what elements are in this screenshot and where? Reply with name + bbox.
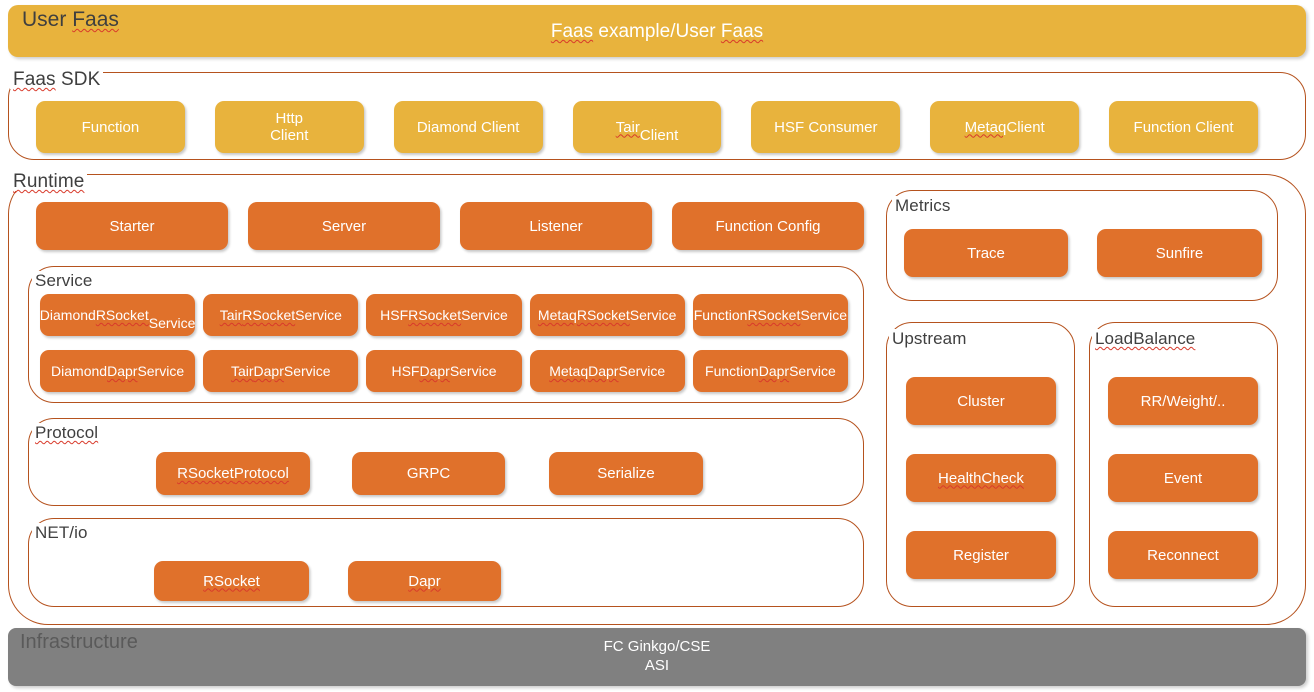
infrastructure-detail: FC Ginkgo/CSE ASI <box>603 638 711 674</box>
sdk-chip-hsf-consumer[interactable]: HSF Consumer <box>751 101 901 153</box>
loadbalance-chip-reconnect[interactable]: Reconnect <box>1108 531 1258 579</box>
sdk-chip-function[interactable]: Function <box>36 101 185 153</box>
sdk-chip-http-client[interactable]: Http Client <box>214 101 364 153</box>
sdk-chip-diamond-client[interactable]: Diamond Client <box>393 101 543 153</box>
upstream-label: Upstream <box>889 329 970 348</box>
metrics-label: Metrics <box>892 196 954 215</box>
upstream-chip-cluster[interactable]: Cluster <box>906 377 1056 425</box>
upstream-chip-healthcheck[interactable]: HealthCheck <box>906 454 1056 502</box>
protocol-label: Protocol <box>32 423 102 442</box>
upstream-chip-register[interactable]: Register <box>906 531 1056 579</box>
service-label: Service <box>32 271 96 290</box>
user-faas-label: User Faas <box>22 8 119 31</box>
user-faas-title: Faas example/User Faas <box>550 21 764 42</box>
metrics-chip-trace[interactable]: Trace <box>904 229 1068 277</box>
runtime-chip-listener[interactable]: Listener <box>460 202 652 250</box>
netio-label: NET/io <box>32 523 91 542</box>
infrastructure-label: Infrastructure <box>20 631 138 653</box>
user-faas-bar: User Faas Faas example/User Faas <box>8 5 1306 57</box>
sdk-chip-function-client[interactable]: Function Client <box>1109 101 1258 153</box>
loadbalance-chip-event[interactable]: Event <box>1108 454 1258 502</box>
netio-chip-dapr[interactable]: Dapr <box>348 561 501 601</box>
runtime-label: Runtime <box>10 172 88 191</box>
runtime-chip-starter[interactable]: Starter <box>36 202 228 250</box>
infrastructure-bar: Infrastructure FC Ginkgo/CSE ASI <box>8 628 1306 686</box>
faas-sdk-label: Faas SDK <box>10 70 104 89</box>
runtime-chip-server[interactable]: Server <box>248 202 440 250</box>
protocol-chip-grpc[interactable]: GRPC <box>352 452 505 495</box>
protocol-chip-serialize[interactable]: Serialize <box>549 452 703 495</box>
loadbalance-label: LoadBalance <box>1092 329 1199 348</box>
loadbalance-chip-rr-weight[interactable]: RR/Weight/.. <box>1108 377 1258 425</box>
netio-chip-rsocket[interactable]: RSocket <box>154 561 309 601</box>
sdk-chip-metaq-client[interactable]: Metaq Client <box>930 101 1080 153</box>
runtime-chip-function-config[interactable]: Function Config <box>672 202 864 250</box>
metrics-chip-sunfire[interactable]: Sunfire <box>1097 229 1262 277</box>
